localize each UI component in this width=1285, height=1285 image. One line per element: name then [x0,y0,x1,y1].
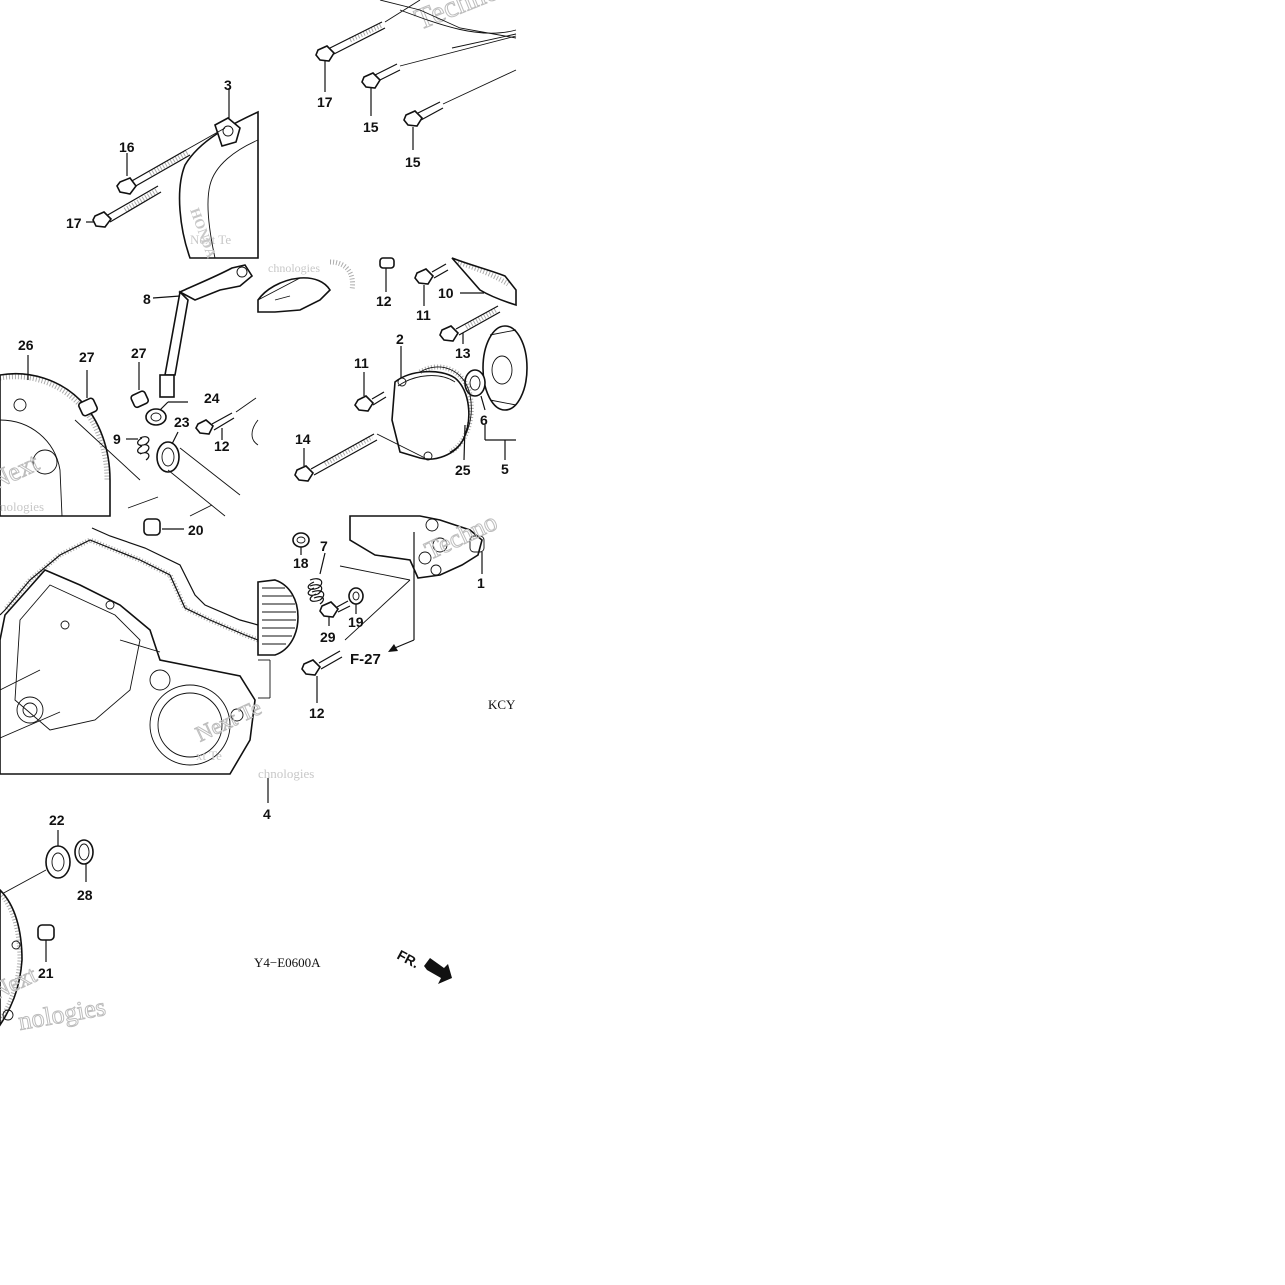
bearing-23-part [156,431,180,473]
gasket-10-part [451,257,517,307]
callout-8: 8 [143,291,151,307]
callout-18: 18 [293,555,309,571]
callout-11-lower: 11 [354,355,369,371]
bolt-13-part [439,305,501,344]
bolt-12-part [195,412,235,440]
callout-12-bottom: 12 [309,705,325,721]
bolt-11-part [354,372,387,412]
callout-19: 19 [348,614,364,630]
callout-17-top: 17 [317,94,333,110]
spring-9-part [126,436,150,461]
callout-27-b: 27 [131,345,147,361]
tile-bottom-left: 22 28 21 Next nologies [0,812,108,1036]
callout-22: 22 [49,812,65,828]
case-1-part [349,515,485,579]
seal-24-part [145,401,188,426]
callout-29: 29 [320,629,336,645]
bolt-14-part [294,433,426,482]
watermark: chnologies [268,261,320,275]
bolt-12-part [301,650,343,703]
callout-9: 9 [113,431,121,447]
bearing-6-part [464,369,486,411]
callout-27-a: 27 [79,349,95,365]
dowel-27-part [77,370,99,417]
circlip-28-part [74,839,94,882]
watermark: xt Te [196,748,222,763]
callout-2: 2 [396,331,404,347]
callout-13: 13 [455,345,471,361]
bolt-11-part [414,263,449,306]
watermark: chnologies [258,766,314,781]
watermark: nologies [16,992,108,1036]
bolt-16-part [116,149,191,195]
callout-20: 20 [188,522,204,538]
dowel-20-part [143,518,184,536]
callout-1: 1 [477,575,485,591]
fragment-code-top: KCY [488,697,516,712]
callout-16: 16 [119,139,135,155]
callout-4: 4 [263,806,271,822]
callout-10: 10 [438,285,454,301]
callout-5: 5 [501,461,509,477]
gear-part [257,579,299,699]
spring-7-part [307,552,326,605]
clutch-5-part [482,325,528,460]
callout-26: 26 [18,337,34,353]
tile-lower-middle: 18 7 19 29 12 [257,506,516,721]
tile-bottom-middle: 4 chnologies Y4−E0600A FR. [254,766,452,984]
callout-12-mid: 12 [214,438,230,454]
callout-15-a: 15 [363,119,379,135]
bolt-29-part [319,600,351,626]
gasket-part [0,539,259,641]
tile-top-left: HONDA 3 16 17 Next Te [66,77,259,261]
nut-18-part [292,532,310,555]
cover-2-part [391,346,470,461]
callout-7: 7 [320,538,328,554]
callout-23: 23 [174,414,190,430]
bolt-17-part [86,185,162,228]
front-arrow-icon [424,958,452,984]
tile-middle-left: 8 26 Next nologies 27 27 24 [0,264,259,517]
case-4-part [0,569,256,775]
callout-6: 6 [480,412,488,428]
callout-14: 14 [295,431,311,447]
callout-3: 3 [224,77,232,93]
callout-12-top: 12 [376,293,392,309]
callout-15-b: 15 [405,154,421,170]
bolt-15-part [361,35,517,116]
tile-lower-left: 20 xt Te Next Te [0,518,266,775]
dowel-21-part [37,924,55,962]
callout-25: 25 [455,462,471,478]
callout-24: 24 [204,390,220,406]
bolt-17-part [315,0,421,92]
fragment-code-bottom: Y4−E0600A [254,955,321,970]
tile-top-middle: Techno 17 15 [315,0,517,170]
washer-19-part [348,587,364,614]
bolt-15-part [403,69,517,150]
watermark: Next Te [190,232,231,247]
callout-11-top: 11 [416,307,431,323]
callout-21: 21 [38,965,54,981]
case-26-part [0,372,111,517]
callout-28: 28 [77,887,93,903]
cap-12-part [379,257,395,292]
watermark: Techno [410,0,504,36]
shift-arm-8-part [159,264,254,398]
front-marker: FR. [395,947,422,972]
callout-17-left: 17 [66,215,82,231]
watermark: nologies [0,499,44,514]
bearing-22-part [45,830,71,879]
tile-center: chnologies 12 11 10 13 [257,257,528,482]
reference-f27: F-27 [350,651,381,668]
dowel-27-part [130,362,150,409]
